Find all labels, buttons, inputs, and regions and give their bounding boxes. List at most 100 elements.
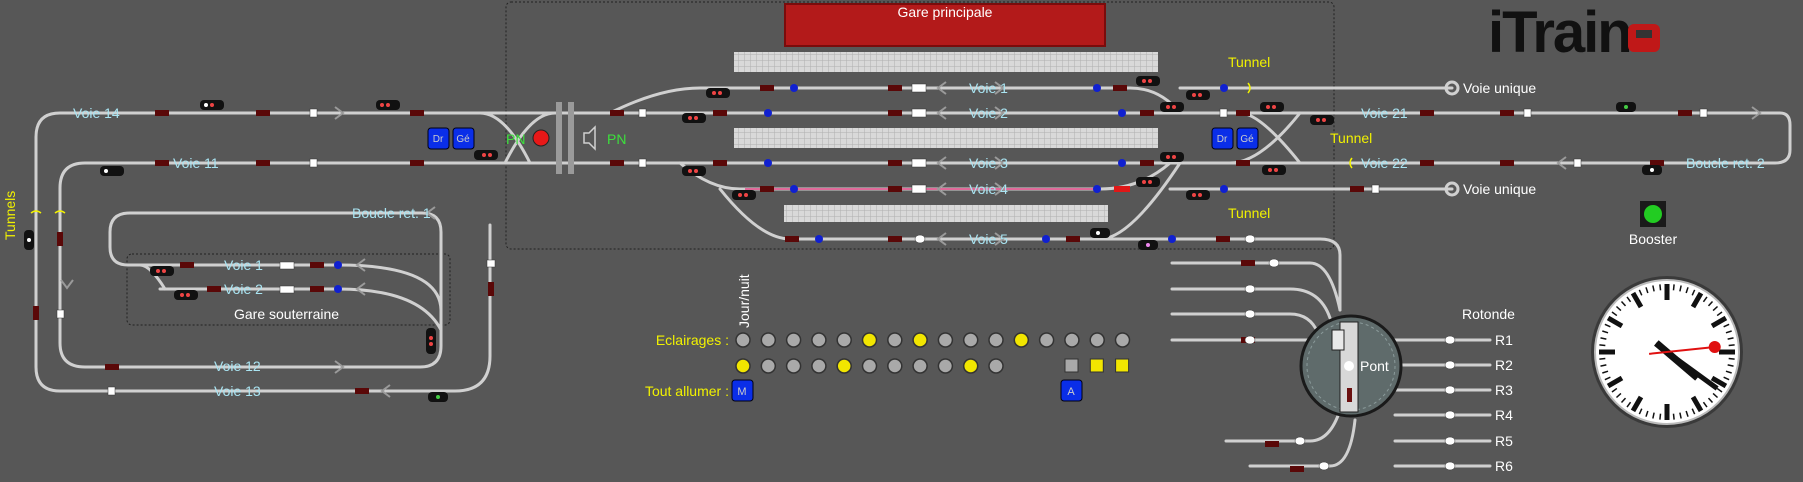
clock-tick [1604,323,1611,328]
clock-tick [1707,300,1714,307]
level-crossing-barrier-2[interactable] [568,102,574,174]
signal-voie-21b[interactable] [1310,115,1334,125]
level-crossing-barrier-1[interactable] [556,102,562,174]
track-left-cross-2 [503,111,557,165]
clock-tick [1672,413,1675,420]
signal-voie-11[interactable] [100,166,124,176]
signal-under-1[interactable] [150,266,174,276]
signal-voie-2-left[interactable] [682,113,706,123]
ge-button-left[interactable]: Gé [452,127,475,150]
clock-tick [1679,412,1682,419]
signal-voie-2-right[interactable] [1160,102,1184,112]
light-lamp[interactable] [811,332,827,348]
clock-tick [1626,401,1632,408]
track-boucle-1 [108,211,443,307]
light-lamp[interactable] [760,332,777,348]
signal-voie-3-right[interactable] [1160,152,1184,162]
light-lamp[interactable] [1064,332,1080,348]
clock-tick [1652,412,1655,419]
signal-voie-14[interactable] [200,100,224,110]
signal-boucle-2[interactable] [1616,102,1636,112]
clock-tick [1685,287,1689,294]
signal-under-2[interactable] [174,290,198,300]
turnout-buttons[interactable]: Dr Gé Dr Gé [427,127,1259,150]
label-voie-22: Voie 22 [1361,155,1408,171]
light-lamp[interactable] [962,358,979,374]
ge-button-right[interactable]: Gé [1236,127,1259,150]
clock-tick [1630,395,1644,413]
signal-voie-1-left[interactable] [706,88,730,98]
signal-voie-1-right[interactable] [1136,76,1160,86]
light-lamp[interactable] [1114,332,1131,348]
light-lamp[interactable] [912,332,928,348]
light-lamp[interactable] [1089,332,1105,348]
dr-button-right[interactable]: Dr [1211,127,1234,150]
platform-2 [734,128,1158,148]
light-lamp[interactable] [1038,332,1055,348]
signal-voie-13[interactable] [428,392,448,402]
signal-voie-5-right[interactable] [1090,228,1110,238]
light-lamp[interactable] [887,332,903,348]
label-rotonde: Rotonde [1462,306,1515,322]
turntable-label: Pont [1360,358,1389,374]
light-square[interactable] [1115,358,1130,373]
light-lamp[interactable] [785,332,802,348]
all-on-button[interactable]: M [731,379,754,402]
light-lamp[interactable] [937,358,954,374]
light-lamp[interactable] [962,332,979,348]
clock-tick [1728,344,1735,347]
lights-squares[interactable] [1064,358,1130,373]
light-lamp[interactable] [988,332,1004,348]
level-crossing-light[interactable] [532,129,550,147]
light-lamp[interactable] [1013,332,1030,348]
signal-voie-4-right[interactable] [1136,177,1160,187]
light-lamp[interactable] [937,332,954,348]
track-voie-11-12 [58,161,557,369]
signal-tunnel-2[interactable] [1186,190,1210,200]
clock-tick [1725,370,1732,374]
light-lamp[interactable] [861,358,878,374]
signals[interactable] [24,76,1662,402]
lights-row-2[interactable] [735,358,1004,374]
label-under-1: Voie 1 [224,257,263,273]
light-lamp[interactable] [785,358,802,374]
light-lamp[interactable] [861,332,878,348]
signal-voie-3-left[interactable] [682,166,706,176]
speaker-icon[interactable] [583,125,596,151]
signal-voie-4-left[interactable] [732,190,756,200]
signal-tunnels[interactable] [24,230,34,250]
dr-button-left[interactable]: Dr [427,127,450,150]
clock-tick [1606,375,1624,389]
signal-voie-22[interactable] [1262,165,1286,175]
light-lamp[interactable] [836,358,852,374]
clock-tick [1679,285,1682,292]
lights-row-1[interactable] [735,332,1131,348]
clock-tick [1599,344,1606,347]
all-off-button[interactable]: A [1060,379,1083,402]
signal-tunnel-1[interactable] [1186,90,1210,100]
label-voie-14: Voie 14 [73,105,120,121]
signal-voie-5-exit[interactable] [1138,240,1158,250]
signal-pn-1[interactable] [474,150,498,160]
light-square[interactable] [1089,358,1104,373]
light-lamp[interactable] [760,358,777,374]
signal-voie-14b[interactable] [376,100,400,110]
light-lamp[interactable] [811,358,827,374]
light-lamp[interactable] [912,358,928,374]
light-lamp[interactable] [735,332,751,348]
signal-boucle-2b[interactable] [1642,165,1662,175]
signal-boucle-1[interactable] [426,328,436,354]
light-lamp[interactable] [836,332,852,348]
label-voie-5: Voie 5 [969,231,1008,247]
light-lamp[interactable] [887,358,903,374]
signal-voie-21[interactable] [1260,102,1284,112]
clock-tick [1672,284,1675,291]
clock-tick [1600,364,1607,367]
label-voie-13: Voie 13 [214,383,261,399]
clock-tick [1606,315,1624,329]
light-square[interactable] [1064,358,1079,373]
label-voie-2: Voie 2 [969,105,1008,121]
light-lamp[interactable] [735,358,751,374]
label-voie-unique-2: Voie unique [1463,181,1536,197]
light-lamp[interactable] [988,358,1004,374]
